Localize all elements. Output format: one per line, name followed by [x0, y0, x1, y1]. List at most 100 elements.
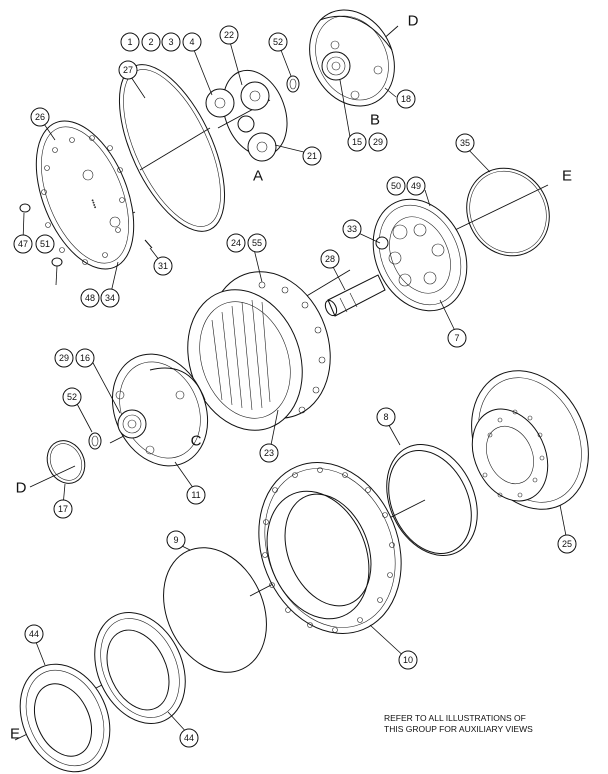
callout-22[interactable]: 22 [219, 25, 239, 45]
svg-text:44: 44 [184, 733, 194, 743]
callout-26[interactable]: 26 [30, 107, 50, 127]
callout-31[interactable]: 31 [153, 256, 173, 276]
part-25-hub [471, 370, 589, 510]
svg-text:51: 51 [40, 239, 50, 249]
callouts: 1 2 3 4 22 52 18 15 29 27 21 26 47 51 31… [13, 25, 577, 748]
section-letter-d-top: D [408, 13, 419, 30]
svg-text:29: 29 [59, 353, 69, 363]
svg-text:48: 48 [85, 293, 95, 303]
section-letter-e-bottom: E [10, 726, 20, 743]
callout-29-top[interactable]: 29 [368, 132, 388, 152]
svg-text:29: 29 [373, 137, 383, 147]
callout-34[interactable]: 34 [100, 288, 120, 308]
part-10-housing [258, 462, 402, 634]
svg-text:55: 55 [252, 238, 262, 248]
svg-text:7: 7 [454, 333, 459, 343]
svg-text:52: 52 [67, 392, 77, 402]
callout-8[interactable]: 8 [376, 407, 396, 427]
callout-25[interactable]: 25 [557, 534, 577, 554]
part-52-snap-ring-upper [286, 75, 300, 93]
part-52-snap-ring-lower [88, 432, 102, 450]
part-9-o-ring [163, 547, 267, 673]
svg-text:24: 24 [231, 238, 241, 248]
svg-text:8: 8 [383, 412, 388, 422]
callout-35[interactable]: 35 [455, 133, 475, 153]
part-17-o-ring [46, 440, 86, 484]
svg-text:33: 33 [347, 224, 357, 234]
section-letter-a: A [253, 168, 263, 185]
callout-3[interactable]: 3 [161, 32, 181, 52]
callout-9[interactable]: 9 [166, 530, 186, 550]
svg-text:28: 28 [325, 254, 335, 264]
callout-47-top[interactable]: 47 [13, 234, 33, 254]
callout-51-top[interactable]: 51 [35, 234, 55, 254]
callout-28[interactable]: 28 [320, 249, 340, 269]
part-26-cover-plate: •••• [35, 120, 135, 270]
callout-23[interactable]: 23 [259, 443, 279, 463]
part-7-planet-carrier [372, 198, 468, 312]
callout-44-left[interactable]: 44 [24, 624, 44, 644]
callout-27[interactable]: 27 [118, 60, 138, 80]
svg-text:2: 2 [148, 37, 153, 47]
callout-16[interactable]: 16 [75, 348, 95, 368]
svg-text:9: 9 [173, 535, 178, 545]
callout-21[interactable]: 21 [302, 146, 322, 166]
callout-44-bottom[interactable]: 44 [179, 728, 199, 748]
svg-text:31: 31 [158, 261, 168, 271]
svg-text:16: 16 [80, 353, 90, 363]
callout-52-mid[interactable]: 52 [62, 387, 82, 407]
callout-29-mid[interactable]: 29 [54, 348, 74, 368]
callout-11[interactable]: 11 [186, 485, 206, 505]
svg-text:4: 4 [189, 37, 194, 47]
svg-text:17: 17 [58, 504, 68, 514]
callout-24[interactable]: 24 [226, 233, 246, 253]
part-18-carrier-plate [309, 9, 395, 107]
callout-15[interactable]: 15 [347, 132, 367, 152]
part-22-planet-gear-set [205, 69, 288, 162]
svg-text:52: 52 [273, 37, 283, 47]
callout-18[interactable]: 18 [396, 89, 416, 109]
part-35-o-ring [466, 167, 550, 257]
part-15-29-bearing [321, 51, 351, 81]
svg-text:1: 1 [127, 37, 132, 47]
svg-text:23: 23 [264, 448, 274, 458]
part-31-pin [144, 239, 153, 249]
svg-text:47: 47 [18, 239, 28, 249]
svg-text:49: 49 [411, 181, 421, 191]
svg-text:••••: •••• [88, 198, 98, 210]
svg-text:10: 10 [403, 655, 413, 665]
part-47-51-plugs [19, 203, 63, 267]
callout-33[interactable]: 33 [342, 219, 362, 239]
svg-text:27: 27 [123, 65, 133, 75]
svg-text:21: 21 [307, 151, 317, 161]
svg-text:34: 34 [105, 293, 115, 303]
part-44-bearing-inner [94, 612, 186, 724]
svg-text:22: 22 [224, 30, 234, 40]
part-23-ring-gear-housing [187, 271, 331, 431]
callout-7[interactable]: 7 [447, 328, 467, 348]
callout-1[interactable]: 1 [120, 32, 140, 52]
callout-17[interactable]: 17 [53, 499, 73, 519]
part-28-shaft [324, 274, 386, 317]
callout-55[interactable]: 55 [247, 233, 267, 253]
svg-text:25: 25 [562, 539, 572, 549]
part-11-carrier-assembly [111, 353, 209, 467]
callout-10[interactable]: 10 [398, 650, 418, 670]
callout-50[interactable]: 50 [386, 176, 406, 196]
section-letter-c: C [191, 433, 202, 450]
callout-2[interactable]: 2 [141, 32, 161, 52]
callout-48[interactable]: 48 [80, 288, 100, 308]
part-8-seal-ring [386, 444, 478, 556]
svg-text:11: 11 [191, 490, 200, 500]
callout-52-top[interactable]: 52 [268, 32, 288, 52]
callout-49[interactable]: 49 [406, 176, 426, 196]
callout-4[interactable]: 4 [182, 32, 202, 52]
svg-text:50: 50 [391, 181, 401, 191]
svg-text:44: 44 [29, 629, 39, 639]
section-letters: D B A E C D E [10, 13, 572, 743]
auxiliary-views-note: REFER TO ALL ILLUSTRATIONS OF THIS GROUP… [384, 713, 584, 735]
part-44-bearing-outer [19, 663, 111, 773]
svg-text:26: 26 [35, 112, 45, 122]
svg-text:35: 35 [460, 138, 470, 148]
